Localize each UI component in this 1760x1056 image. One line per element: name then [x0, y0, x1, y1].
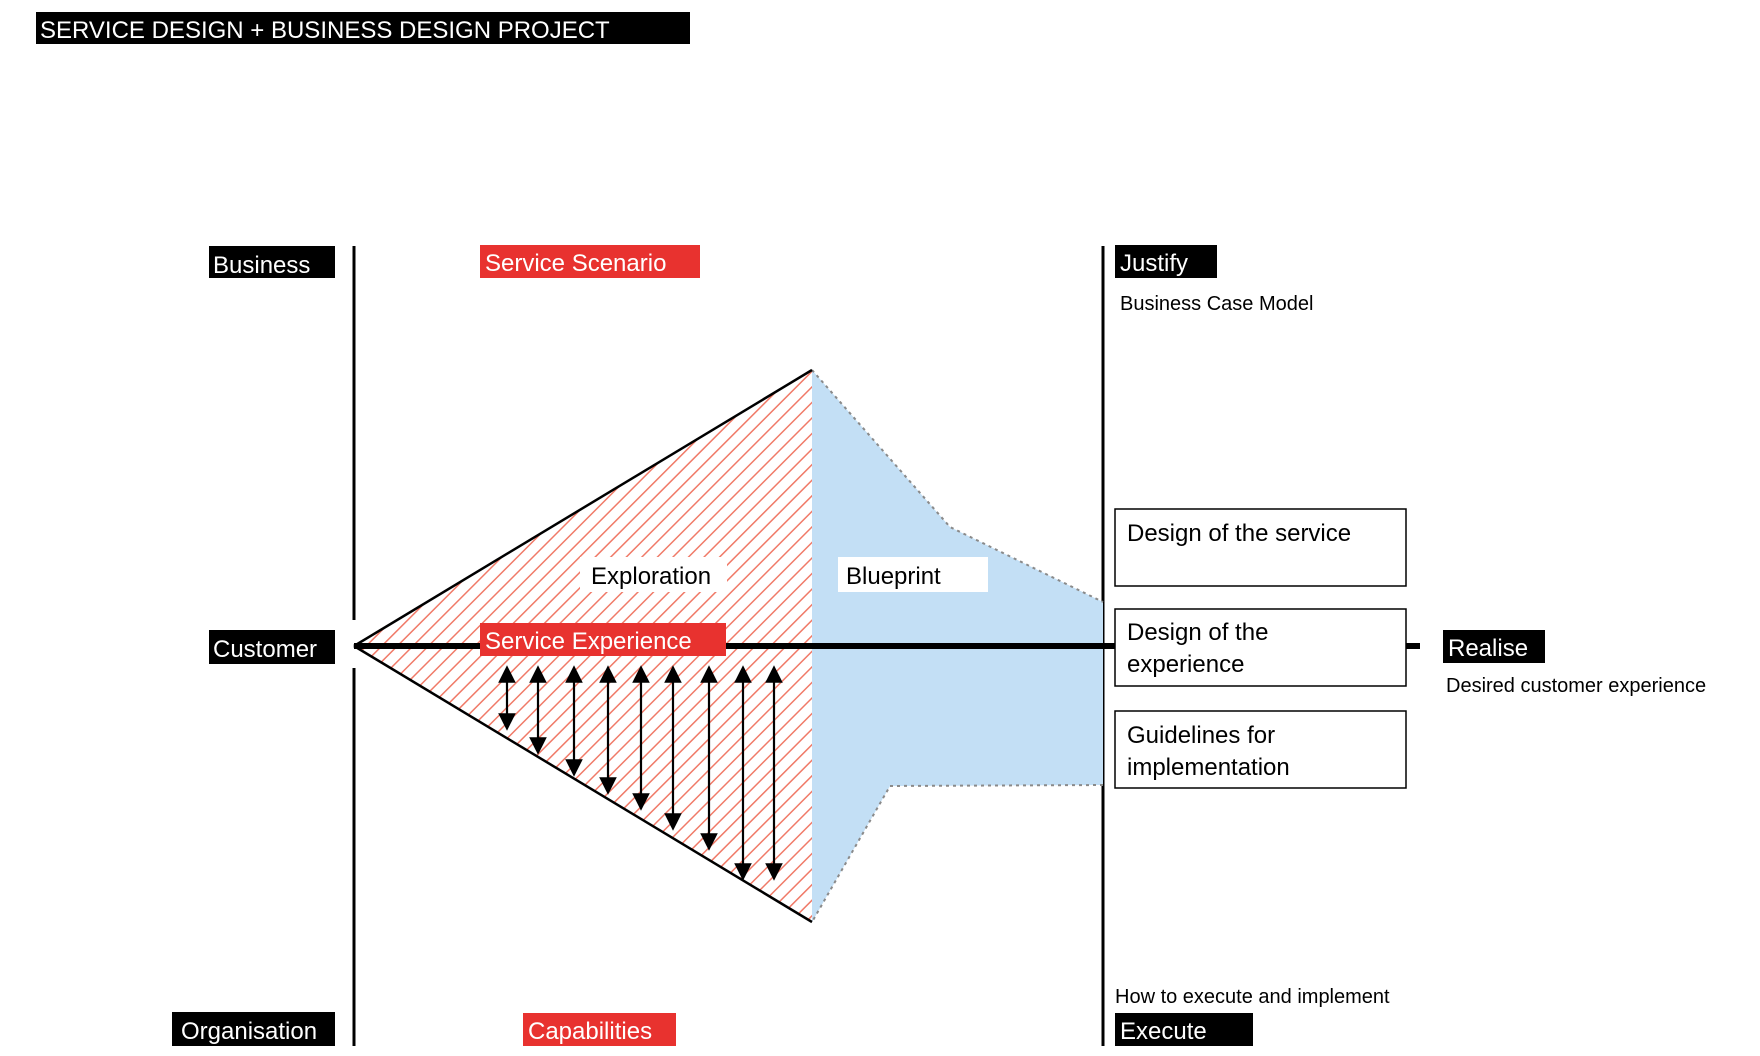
experience-arrows — [498, 665, 783, 881]
exploration-upper-edge — [353, 368, 813, 648]
capabilities-label: Capabilities — [528, 1018, 652, 1045]
deliverable-line: implementation — [1127, 754, 1290, 781]
capabilities-bg — [523, 1013, 676, 1046]
customer-label: Customer — [213, 636, 317, 663]
deliverable-experience-text: Design of the experience — [1127, 619, 1275, 678]
business-case-model-text: Business Case Model — [1120, 293, 1313, 315]
service-scenario-label: Service Scenario — [485, 250, 666, 277]
deliverable-service-text: Design of the service — [1127, 520, 1351, 547]
blueprint-outline — [811, 369, 1104, 603]
title-background — [36, 12, 690, 44]
deliverable-guidelines-text: Guidelines for implementation — [1127, 722, 1290, 781]
blueprint-outline-lower — [811, 784, 1104, 923]
execute-label-bg — [1115, 1013, 1253, 1046]
deliverable-box-guidelines — [1114, 710, 1407, 789]
business-label: Business — [213, 252, 310, 279]
organisation-label: Organisation — [181, 1018, 317, 1045]
deliverable-line: Design of the service — [1127, 520, 1351, 547]
page-title: SERVICE DESIGN + BUSINESS DESIGN PROJECT — [40, 17, 610, 44]
customer-label-bg — [209, 630, 335, 664]
blueprint-label-bg — [838, 557, 988, 592]
deliverable-box-service — [1114, 508, 1407, 587]
deliverable-line: Design of the — [1127, 619, 1268, 646]
exploration-label-bg — [580, 557, 727, 592]
how-to-execute-text: How to execute and implement — [1115, 986, 1390, 1008]
service-experience-bg — [480, 623, 726, 656]
deliverable-line: Guidelines for — [1127, 722, 1275, 749]
exploration-label: Exploration — [591, 563, 711, 590]
deliverable-line: experience — [1127, 651, 1244, 678]
service-experience-label: Service Experience — [485, 628, 692, 655]
realise-label: Realise — [1448, 635, 1528, 662]
execute-label: Execute — [1120, 1018, 1207, 1045]
organisation-label-bg — [172, 1012, 335, 1046]
service-scenario-bg — [480, 245, 700, 278]
desired-customer-experience-text: Desired customer experience — [1446, 675, 1706, 697]
justify-label-bg — [1115, 245, 1217, 278]
realise-label-bg — [1443, 630, 1545, 663]
blueprint-label: Blueprint — [846, 563, 941, 590]
deliverable-box-experience — [1114, 608, 1407, 687]
justify-label: Justify — [1120, 250, 1188, 277]
business-label-bg — [209, 246, 335, 278]
